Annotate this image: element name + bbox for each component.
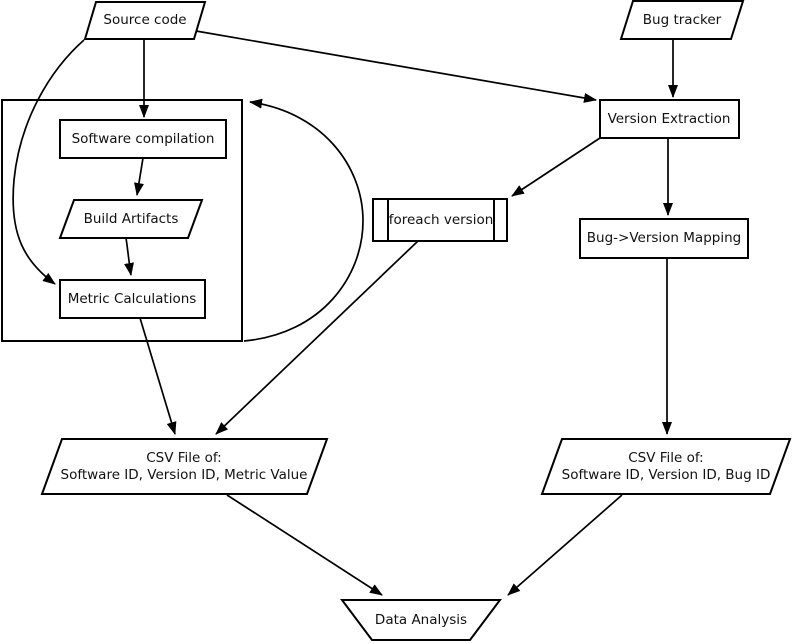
node-csv-metrics-shape [40,438,329,495]
edge-build-artifacts-to-metric-calculations [124,237,134,276]
edge-software-compilation-to-build-artifacts [134,157,144,196]
edges-layer [12,30,678,596]
edge-version-extraction-to-foreach-version [511,137,601,197]
edge-csv-bugs-to-data-analysis [507,494,623,596]
node-build-artifacts-shape [58,199,204,239]
node-foreach-version-shape [372,198,508,242]
edge-source-code-to-metric-calculations [12,39,85,285]
node-data-analysis-shape [340,599,502,641]
edge-foreach-version-to-csv-metrics [215,240,419,435]
node-metric-calculations-shape [59,279,206,319]
edge-compilation-loop-arc [243,98,364,342]
node-bug-version-mapping-shape [579,218,749,259]
node-csv-bugs-shape [540,438,792,495]
node-bug-tracker-shape [619,0,745,40]
node-software-compilation-shape [59,119,227,159]
compilation-group-container [1,99,243,342]
node-source-code-shape [83,0,207,40]
edge-source-code-to-version-extraction [195,30,597,103]
node-version-extraction-shape [599,99,740,139]
edge-csv-metrics-to-data-analysis [226,494,383,596]
edge-metric-calculations-to-csv-metrics [139,317,177,435]
